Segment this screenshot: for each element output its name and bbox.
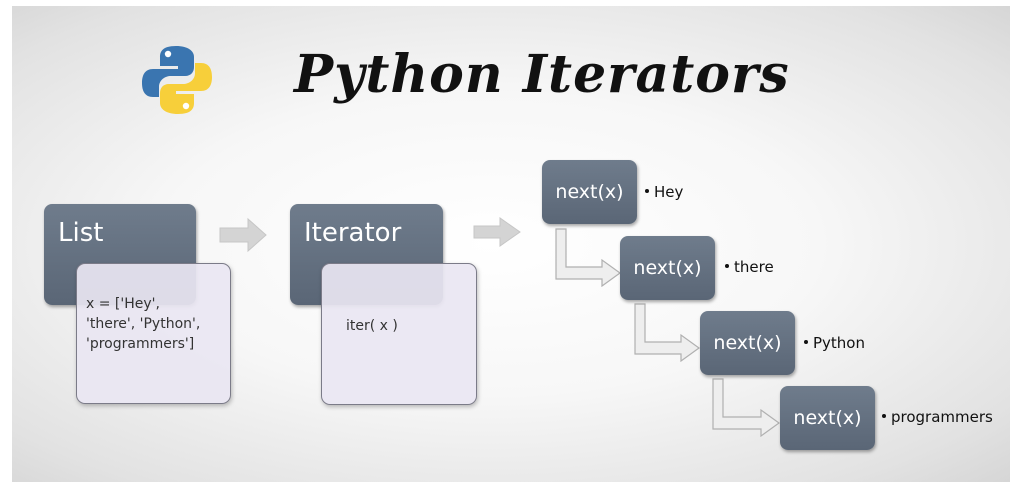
list-code-line: 'programmers'] bbox=[86, 336, 195, 352]
next-value-text: Python bbox=[813, 334, 865, 352]
next-box: next(x) bbox=[542, 160, 637, 224]
list-label: List bbox=[58, 218, 104, 248]
next-value-text: Hey bbox=[654, 183, 684, 201]
elbow-arrow-icon bbox=[555, 228, 622, 287]
next-value-text: there bbox=[734, 258, 774, 276]
page-title: Python Iterators bbox=[294, 44, 790, 105]
next-box: next(x) bbox=[620, 236, 715, 300]
bullet-icon bbox=[804, 339, 808, 344]
iterator-code-box: iter( x ) bbox=[321, 263, 477, 405]
next-label: next(x) bbox=[633, 257, 702, 279]
python-logo-icon bbox=[142, 46, 212, 114]
bullet-icon bbox=[725, 263, 729, 268]
next-label: next(x) bbox=[793, 407, 862, 429]
list-code-line: 'there', 'Python', bbox=[86, 316, 201, 332]
right-arrow-icon bbox=[473, 217, 521, 247]
next-box: next(x) bbox=[700, 311, 795, 375]
next-value: Hey bbox=[645, 183, 683, 201]
elbow-arrow-icon bbox=[712, 378, 781, 437]
bullet-icon bbox=[645, 188, 649, 193]
bullet-icon bbox=[882, 413, 886, 418]
next-value: programmers bbox=[882, 408, 993, 426]
next-box: next(x) bbox=[780, 386, 875, 450]
slide: Python Iterators List x = ['Hey', 'there… bbox=[12, 6, 1010, 482]
iterator-label: Iterator bbox=[304, 218, 402, 248]
list-code-line: x = ['Hey', bbox=[86, 296, 160, 312]
next-value-text: programmers bbox=[891, 408, 993, 426]
next-value: Python bbox=[804, 334, 865, 352]
next-value: there bbox=[725, 258, 774, 276]
elbow-arrow-icon bbox=[634, 303, 701, 362]
iterator-code: iter( x ) bbox=[346, 318, 398, 334]
next-label: next(x) bbox=[713, 332, 782, 354]
right-arrow-icon bbox=[219, 217, 267, 253]
next-label: next(x) bbox=[555, 181, 624, 203]
list-code-box: x = ['Hey', 'there', 'Python', 'programm… bbox=[76, 263, 231, 404]
